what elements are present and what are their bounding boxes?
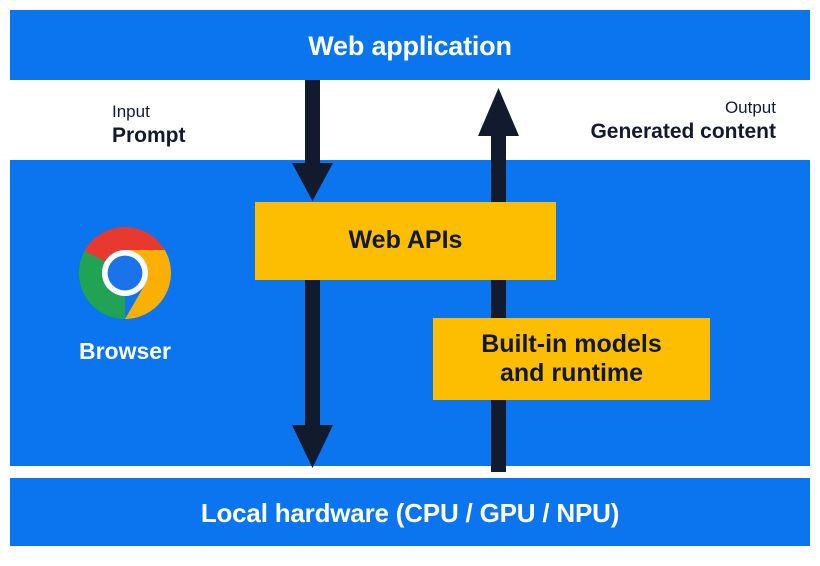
builtin-models-line-1: Built-in models bbox=[481, 329, 662, 358]
output-value: Generated content bbox=[590, 120, 776, 144]
browser-label: Browser bbox=[78, 338, 172, 364]
chrome-logo-svg bbox=[78, 226, 172, 320]
web-apis-label: Web APIs bbox=[348, 226, 463, 255]
input-kicker: Input bbox=[112, 102, 150, 121]
band-web-application: Web application bbox=[10, 10, 810, 80]
chrome-logo-icon bbox=[78, 226, 172, 320]
builtin-models-label: Built-in models and runtime bbox=[481, 330, 662, 389]
web-application-label: Web application bbox=[308, 31, 512, 61]
builtin-models-line-2: and runtime bbox=[499, 359, 644, 387]
band-local-hardware: Local hardware (CPU / GPU / NPU) bbox=[10, 478, 810, 546]
input-caption: Input Prompt bbox=[112, 101, 186, 150]
builtin-models-box[interactable]: Built-in models and runtime bbox=[433, 318, 710, 400]
output-kicker: Output bbox=[724, 98, 776, 117]
local-hardware-label: Local hardware (CPU / GPU / NPU) bbox=[200, 498, 620, 528]
output-caption: Output Generated content bbox=[590, 97, 776, 146]
web-apis-box[interactable]: Web APIs bbox=[255, 202, 556, 280]
input-value: Prompt bbox=[112, 124, 186, 148]
